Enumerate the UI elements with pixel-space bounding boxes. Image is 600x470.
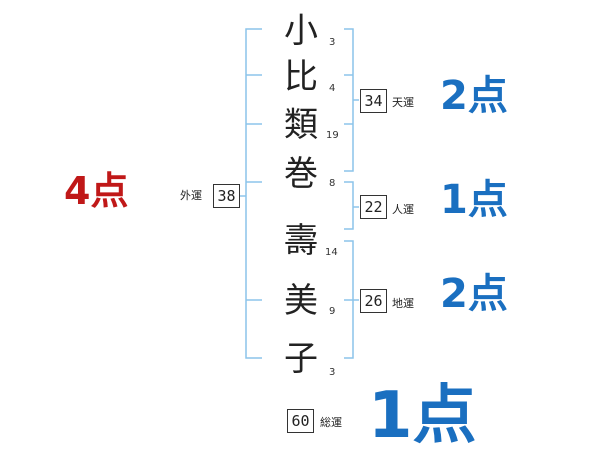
soukaku-score: 1点 (368, 379, 477, 453)
name-char-1: 小 (284, 11, 318, 51)
stroke-count-6: 9 (329, 306, 336, 317)
stroke-count-4: 8 (329, 178, 336, 189)
jinkaku-label: 人運 (392, 203, 414, 216)
stroke-count-2: 4 (329, 83, 336, 94)
chikaku-label: 地運 (392, 297, 414, 310)
stroke-count-1: 3 (329, 37, 336, 48)
tenkaku-label: 天運 (392, 96, 414, 109)
name-char-4: 巻 (284, 154, 318, 194)
tenkaku-value-box: 34 (360, 89, 387, 113)
soukaku-value-box: 60 (287, 409, 314, 433)
name-char-6: 美 (284, 281, 318, 321)
stroke-count-3: 19 (326, 130, 339, 141)
soukaku-label: 総運 (320, 416, 342, 429)
name-char-5: 壽 (284, 221, 318, 261)
gaikaku-label: 外運 (180, 189, 202, 202)
stroke-count-7: 3 (329, 367, 336, 378)
stroke-count-5: 14 (325, 247, 338, 258)
chikaku-score: 2点 (440, 271, 508, 317)
tenkaku-score: 2点 (440, 73, 508, 119)
jinkaku-score: 1点 (440, 177, 508, 223)
gaikaku-value-box: 38 (213, 184, 240, 208)
name-char-3: 類 (284, 105, 318, 145)
name-char-7: 子 (284, 339, 318, 379)
name-char-2: 比 (284, 57, 318, 97)
jinkaku-value-box: 22 (360, 195, 387, 219)
chikaku-value-box: 26 (360, 289, 387, 313)
gaikaku-score: 4点 (64, 169, 129, 213)
